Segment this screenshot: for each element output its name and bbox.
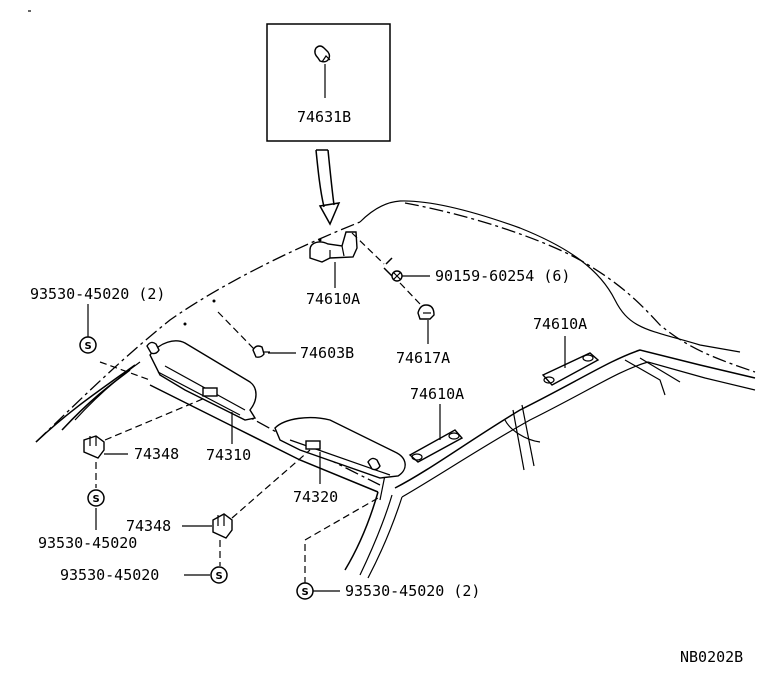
visor-left-clip — [202, 387, 218, 397]
screw-symbol-left: S — [87, 489, 105, 507]
inset-box: 74631B — [266, 23, 391, 142]
screw-symbol-lower: S — [210, 566, 228, 584]
label-hook-74603B: 74603B — [300, 344, 354, 362]
screw-symbol-topleft: S — [79, 336, 97, 354]
svg-text:S: S — [85, 341, 92, 352]
clip-74617A — [417, 304, 435, 320]
roof-dot — [183, 322, 187, 326]
label-screw-bottom: 93530-45020 (2) — [345, 582, 480, 600]
visor-right-pivot — [367, 457, 381, 471]
assembly-lines — [95, 232, 421, 584]
label-screw-topleft: 93530-45020 (2) — [30, 285, 165, 303]
bracket-upper — [83, 435, 105, 459]
label-clip-74617A: 74617A — [396, 349, 450, 367]
roof-dot — [318, 238, 322, 242]
sun-visor-right — [274, 416, 406, 479]
bracket-lower — [212, 513, 233, 539]
label-screw-lower: 93530-45020 — [60, 566, 159, 584]
label-holder-mid: 74610A — [410, 385, 464, 403]
roof-outline — [35, 200, 756, 579]
svg-text:S: S — [216, 571, 223, 582]
label-screw-90159: 90159-60254 (6) — [435, 267, 570, 285]
svg-text:S: S — [302, 587, 309, 598]
label-bracket-lower: 74348 — [126, 517, 171, 535]
holder-mid — [408, 429, 464, 463]
sun-visor-left — [146, 340, 257, 421]
inset-clip-icon — [314, 45, 331, 63]
leader-lines — [87, 262, 566, 592]
label-holder-right: 74610A — [533, 315, 587, 333]
roof-dot — [212, 299, 216, 303]
inset-part-label: 74631B — [297, 108, 351, 126]
visor-right-clip — [305, 440, 321, 450]
holder-top — [309, 231, 358, 263]
screw-90159 — [383, 257, 403, 282]
label-holder-top: 74610A — [306, 290, 360, 308]
label-screw-left: 93530-45020 — [38, 534, 137, 552]
holder-right — [541, 352, 600, 386]
diagram-code: NB0202B — [680, 648, 743, 666]
label-visor-right: 74320 — [293, 488, 338, 506]
inset-arrow — [315, 149, 341, 226]
screw-symbol-bottom: S — [296, 582, 314, 600]
label-bracket-upper: 74348 — [134, 445, 179, 463]
label-visor-left: 74310 — [206, 446, 251, 464]
hook-74603B — [252, 345, 270, 358]
svg-text:S: S — [93, 494, 100, 505]
visor-left-pivot — [146, 341, 160, 355]
